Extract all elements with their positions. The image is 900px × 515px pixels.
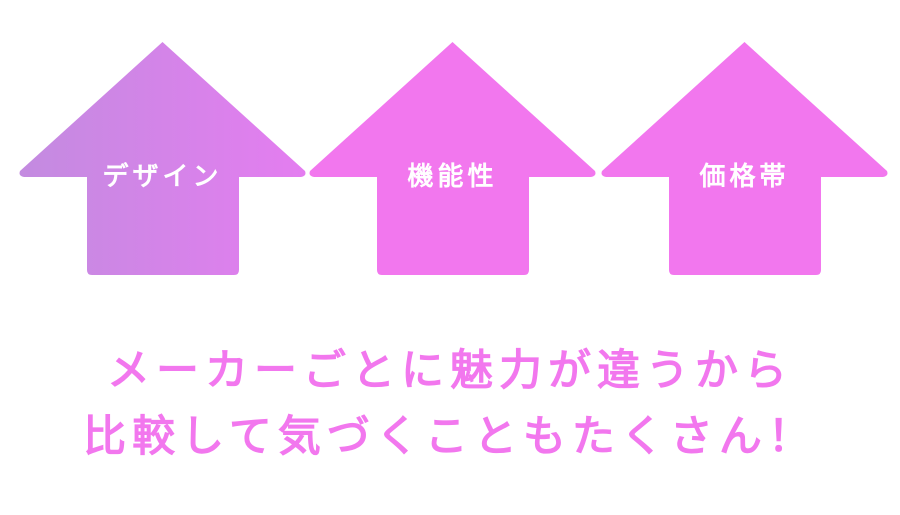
- arrow-design: デザイン: [15, 38, 310, 278]
- caption: メーカーごとに魅力が違うから 比較して気づくこともたくさん！: [0, 338, 900, 470]
- arrow-label-design: デザイン: [102, 162, 223, 192]
- caption-line-2: 比較して気づくこともたくさん！: [83, 412, 817, 462]
- arrow-price-range: 価格帯: [597, 38, 892, 278]
- up-arrow-shape-design: [19, 42, 306, 275]
- up-arrow-shape-price-range: [601, 42, 888, 275]
- arrow-label-functionality: 機能性: [407, 162, 498, 192]
- up-arrow-shape-functionality: [309, 42, 596, 275]
- caption-line-1: メーカーごとに魅力が違うから: [107, 346, 793, 396]
- arrow-label-price-range: 価格帯: [699, 162, 790, 192]
- arrow-functionality: 機能性: [305, 38, 600, 278]
